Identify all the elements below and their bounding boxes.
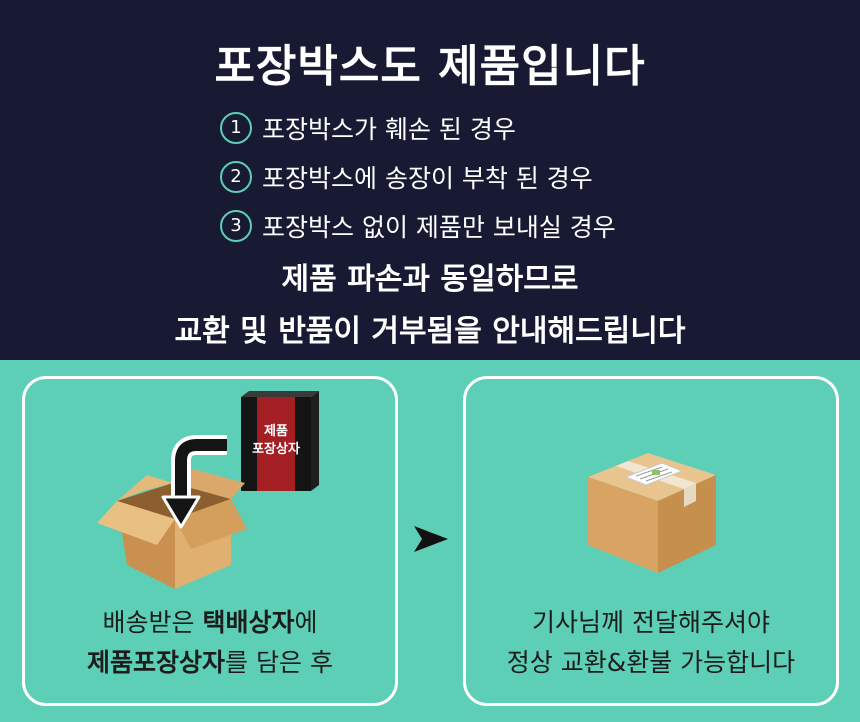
packing-illustration: 제품 포장상자 xyxy=(97,391,319,589)
product-box-label-1: 제품 xyxy=(264,424,288,439)
caption-emphasis: 제품포장상자 xyxy=(87,648,226,677)
down-arrow-icon xyxy=(161,435,227,529)
hand-over-caption-line-1: 기사님께 전달해주셔야 xyxy=(532,608,770,637)
next-step-arrow-icon xyxy=(414,526,448,552)
hand-over-caption: 기사님께 전달해주셔야 정상 교환&환불 가능합니다 xyxy=(466,603,836,683)
product-box-label-2: 포장상자 xyxy=(252,441,300,457)
step-card-hand-over: 기사님께 전달해주셔야 정상 교환&환불 가능합니다 xyxy=(463,376,839,706)
notice-line-2: 교환 및 반품이 거부됨을 안내해드립니다 xyxy=(174,314,686,349)
case-number-badge: 3 xyxy=(220,209,252,242)
pack-caption: 배송받은 택배상자에 제품포장상자를 담은 후 xyxy=(25,603,395,683)
case-item: 1 포장박스가 훼손 된 경우 xyxy=(220,103,740,152)
caption-emphasis: 택배상자 xyxy=(202,608,295,637)
sealed-cardboard-box-icon xyxy=(588,453,716,573)
case-item: 3 포장박스 없이 제품만 보내실 경우 xyxy=(220,201,740,250)
product-box-icon: 제품 포장상자 xyxy=(241,391,319,491)
notice-text: 제품 파손과 동일하므로 교환 및 반품이 거부됨을 안내해드립니다 xyxy=(0,254,860,358)
page-title: 포장박스도 제품입니다 xyxy=(214,41,646,92)
pack-caption-line-1: 배송받은 택배상자에 xyxy=(102,608,318,637)
case-number-badge: 1 xyxy=(220,111,252,144)
sealed-box-illustration xyxy=(588,453,716,573)
notice-line-1: 제품 파손과 동일하므로 xyxy=(281,262,579,297)
case-number-badge: 2 xyxy=(220,160,252,193)
case-text: 포장박스 없이 제품만 보내실 경우 xyxy=(262,212,616,242)
pack-caption-line-2: 제품포장상자를 담은 후 xyxy=(87,648,333,677)
step-card-pack: 제품 포장상자 배송받은 택배상자에 제품포장상자를 담은 후 xyxy=(22,376,398,706)
case-list: 1 포장박스가 훼손 된 경우 2 포장박스에 송장이 부착 된 경우 3 포장… xyxy=(220,103,740,250)
case-item: 2 포장박스에 송장이 부착 된 경우 xyxy=(220,152,740,201)
case-text: 포장박스에 송장이 부착 된 경우 xyxy=(262,163,593,193)
hand-over-caption-line-2: 정상 교환&환불 가능합니다 xyxy=(506,648,796,677)
header-section: 포장박스도 제품입니다 1 포장박스가 훼손 된 경우 2 포장박스에 송장이 … xyxy=(0,0,860,360)
case-text: 포장박스가 훼손 된 경우 xyxy=(262,114,516,144)
